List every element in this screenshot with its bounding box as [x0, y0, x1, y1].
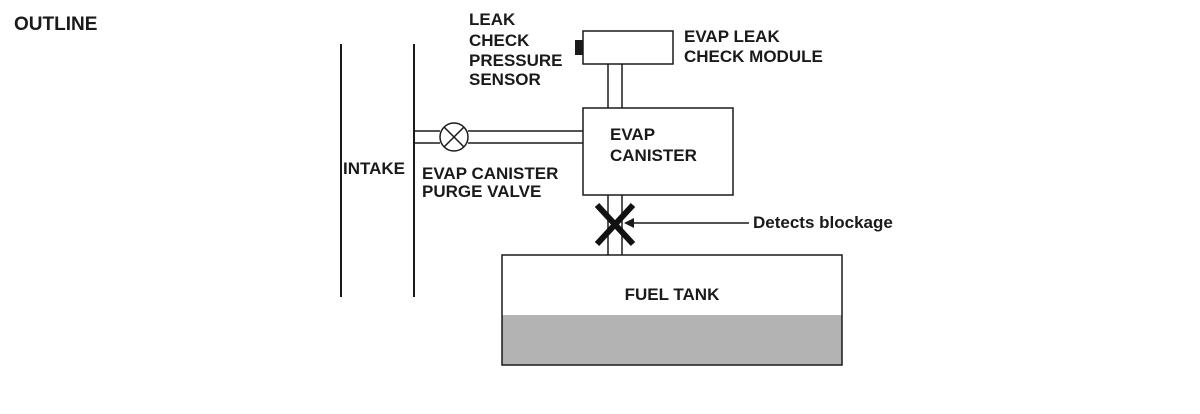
evap-leak-check-module	[582, 30, 674, 65]
purge-line	[414, 130, 583, 144]
blockage-x-icon	[594, 202, 636, 247]
purge-valve-icon	[439, 122, 469, 152]
module-canister-pipe	[607, 64, 623, 108]
detects-blockage-label: Detects blockage	[753, 213, 893, 232]
leak-check-pressure-sensor	[575, 40, 583, 55]
fuel-level	[502, 315, 842, 365]
intake-label: INTAKE	[343, 159, 405, 178]
leak-check-sensor-label: LEAK CHECK PRESSURE SENSOR	[469, 10, 567, 89]
evap-canister	[582, 107, 734, 196]
fuel-tank	[501, 254, 843, 366]
intake-pipe	[340, 44, 415, 297]
fuel-tank-label: FUEL TANK	[625, 285, 720, 304]
canister-tank-pipe	[607, 195, 623, 255]
purge-valve-label: EVAP CANISTER PURGE VALVE	[422, 164, 563, 201]
section-title: OUTLINE	[14, 14, 97, 35]
evap-canister-label: EVAP CANISTER	[610, 125, 697, 165]
evap-leak-check-module-label: EVAP LEAK CHECK MODULE	[684, 27, 823, 66]
blockage-leader-arrow	[624, 218, 749, 228]
